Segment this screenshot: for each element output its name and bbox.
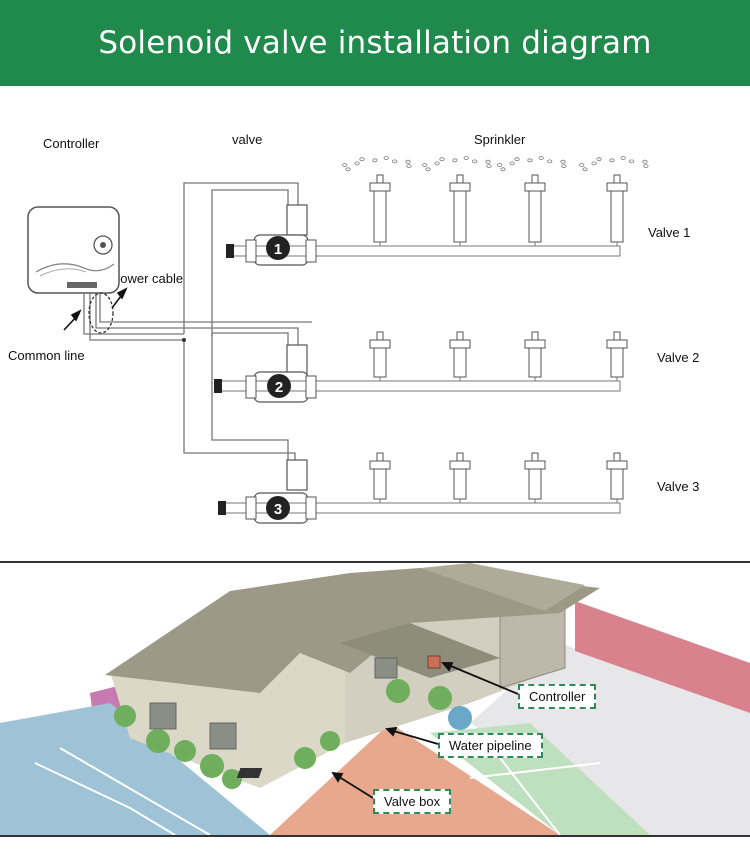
sprinkler-head — [449, 452, 471, 503]
valve-row-1: 1 Valve 1 — [226, 204, 690, 266]
sprinkler-head — [369, 452, 391, 503]
zone-front-center — [270, 723, 560, 835]
valve-heading: valve — [232, 132, 262, 147]
spray-pattern — [422, 156, 492, 172]
sprinkler-head — [606, 174, 628, 246]
valve-number-3: 3 — [274, 501, 282, 518]
sprinkler-head — [606, 331, 628, 381]
water-pipeline-callout: Water pipeline — [438, 733, 543, 758]
zone-back-right — [575, 601, 750, 713]
sprinkler-heading: Sprinkler — [474, 132, 526, 147]
zone-front-left — [0, 703, 270, 835]
sprinkler-head — [524, 174, 546, 246]
common-line-label: Common line — [8, 348, 85, 363]
sprinkler-heads — [342, 156, 649, 503]
title-banner: Solenoid valve installation diagram — [0, 0, 750, 86]
sprinkler-head — [606, 452, 628, 503]
sprinkler-head — [449, 331, 471, 381]
spray-pattern — [342, 156, 412, 172]
valve-number-2: 2 — [275, 379, 283, 396]
controller-callout: Controller — [518, 684, 597, 709]
callout-arrows — [331, 662, 519, 799]
controller-box — [427, 655, 441, 669]
sprinkler-head — [369, 174, 391, 246]
house-roof — [105, 568, 600, 693]
valve-2-label: Valve 2 — [657, 350, 699, 365]
page-title: Solenoid valve installation diagram — [98, 25, 652, 61]
label-arrows — [63, 287, 128, 331]
controller-heading: Controller — [43, 136, 100, 151]
valve-box-callout: Valve box — [373, 789, 452, 814]
controller-unit — [27, 206, 120, 294]
controller-wires — [83, 292, 312, 352]
sprinkler-head — [369, 331, 391, 381]
yard-illustration: Controller Water pipeline Valve box — [0, 561, 750, 837]
sprinkler-head — [524, 331, 546, 381]
shrubs — [114, 679, 452, 789]
spray-pattern — [579, 156, 649, 172]
common-bus — [182, 182, 299, 480]
sprinkler-head — [449, 174, 471, 246]
sprinkler-head — [524, 452, 546, 503]
valve-3-label: Valve 3 — [657, 479, 699, 494]
power-cable-label: power cable — [113, 271, 183, 286]
valve-1-label: Valve 1 — [648, 225, 690, 240]
valve-row-3: 3 Valve 3 — [218, 459, 699, 524]
valve-box — [236, 768, 263, 778]
spray-pattern — [497, 156, 567, 172]
valve-number-1: 1 — [274, 241, 282, 258]
valve-row-2: 2 Valve 2 — [214, 344, 699, 403]
wiring-schematic: Controller valve Sprinkler power cable C… — [8, 132, 699, 524]
